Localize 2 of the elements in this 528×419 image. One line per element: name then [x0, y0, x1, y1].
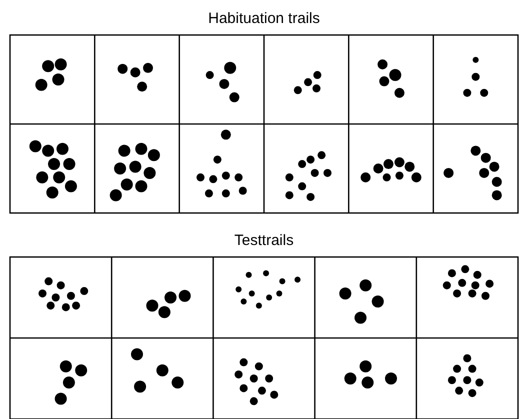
section-heading: Testtrails	[234, 232, 294, 249]
section-heading: Habituation trails	[208, 10, 320, 27]
